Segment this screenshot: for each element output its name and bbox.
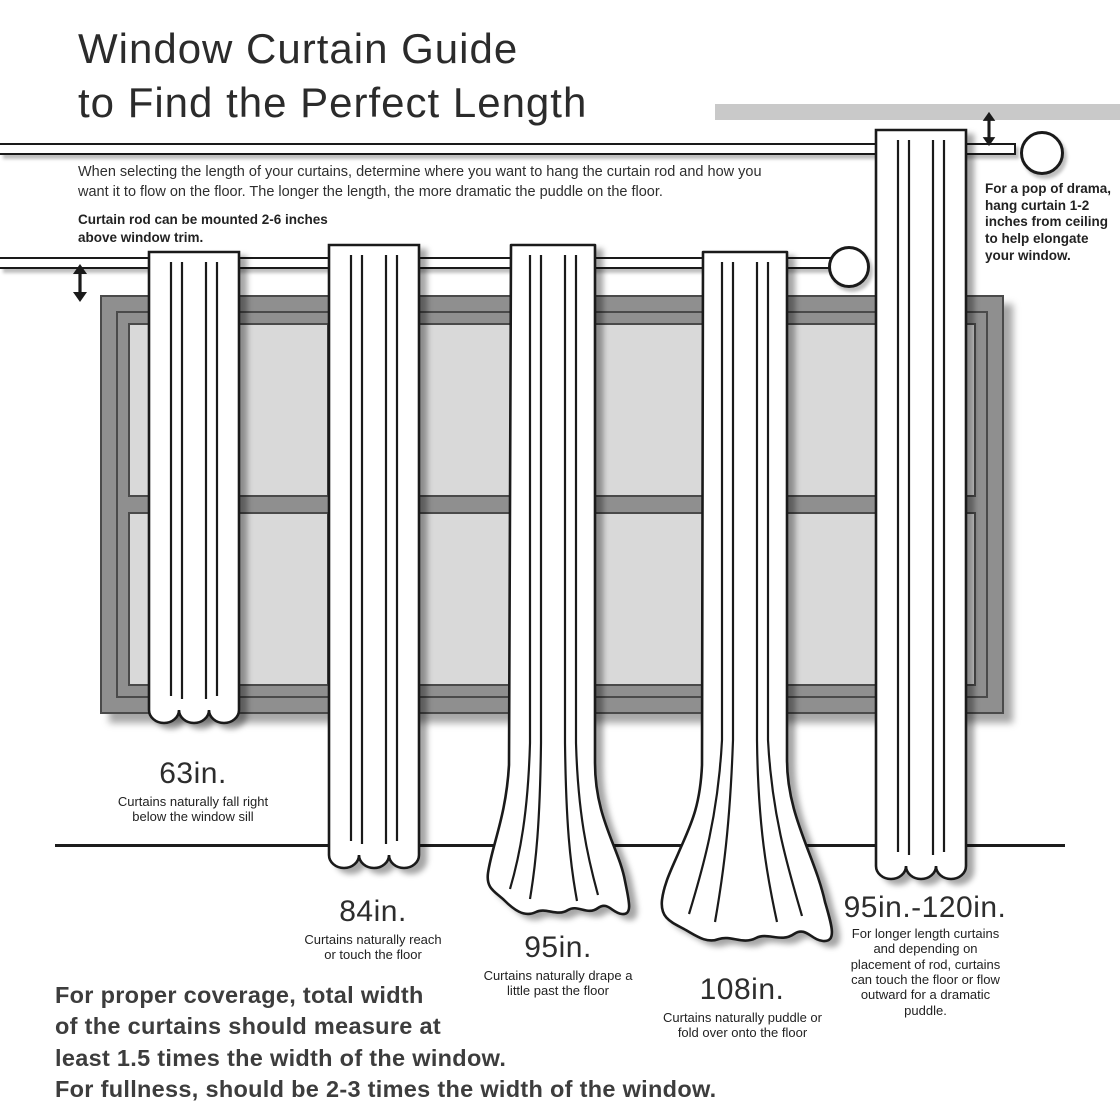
curtain-108-length-label: 108in. <box>699 973 785 1006</box>
intro-text: When selecting the length of your curtai… <box>78 164 762 200</box>
page-title: Window Curtain Guide to Find the Perfect… <box>78 22 587 130</box>
coverage-note: For proper coverage, total width of the … <box>55 980 717 1105</box>
curtain-95-120-length-label: 95in.-120in. <box>843 891 1007 924</box>
coverage-note-line: For fullness, should be 2-3 times the wi… <box>55 1075 717 1102</box>
page-title-line1: Window Curtain Guide <box>78 25 519 72</box>
page-title-line2: to Find the Perfect Length <box>78 78 588 126</box>
curtain-63-illustration <box>147 250 241 725</box>
curtain-95-caption: Curtains naturally drape a little past t… <box>483 968 633 999</box>
lower-rod-finial <box>828 246 870 288</box>
rod-mount-note: Curtain rod can be mounted 2-6 inches ab… <box>78 212 328 245</box>
curtain-84-caption: Curtains naturally reach or touch the fl… <box>304 932 442 963</box>
upper-rod-finial <box>1020 131 1064 175</box>
curtain-63-length-label: 63in. <box>159 757 227 790</box>
updown-arrow-icon <box>73 264 87 302</box>
coverage-note-line: least 1.5 times the width of the window. <box>55 1044 507 1071</box>
curtain-108-illustration <box>660 250 834 943</box>
coverage-note-line: For proper coverage, total width <box>55 982 424 1008</box>
curtain-84-length-label: 84in. <box>339 895 407 928</box>
curtain-95-illustration <box>486 243 631 916</box>
curtain-108-caption: Curtains naturally puddle or fold over o… <box>663 1010 822 1041</box>
updown-arrow-icon <box>982 111 996 147</box>
curtain-95-120-caption: For longer length curtains and depending… <box>850 926 1001 1018</box>
ceiling-bar <box>715 104 1120 120</box>
coverage-note-line: of the curtains should measure at <box>55 1013 441 1040</box>
curtain-84-illustration <box>327 243 421 870</box>
curtain-95-120-illustration <box>874 128 968 881</box>
upper-curtain-rod <box>0 143 1016 155</box>
ceiling-drama-note: For a pop of drama, hang curtain 1-2 inc… <box>985 181 1112 263</box>
curtain-63-caption: Curtains naturally fall right below the … <box>117 794 269 825</box>
curtain-95-length-label: 95in. <box>524 931 592 964</box>
